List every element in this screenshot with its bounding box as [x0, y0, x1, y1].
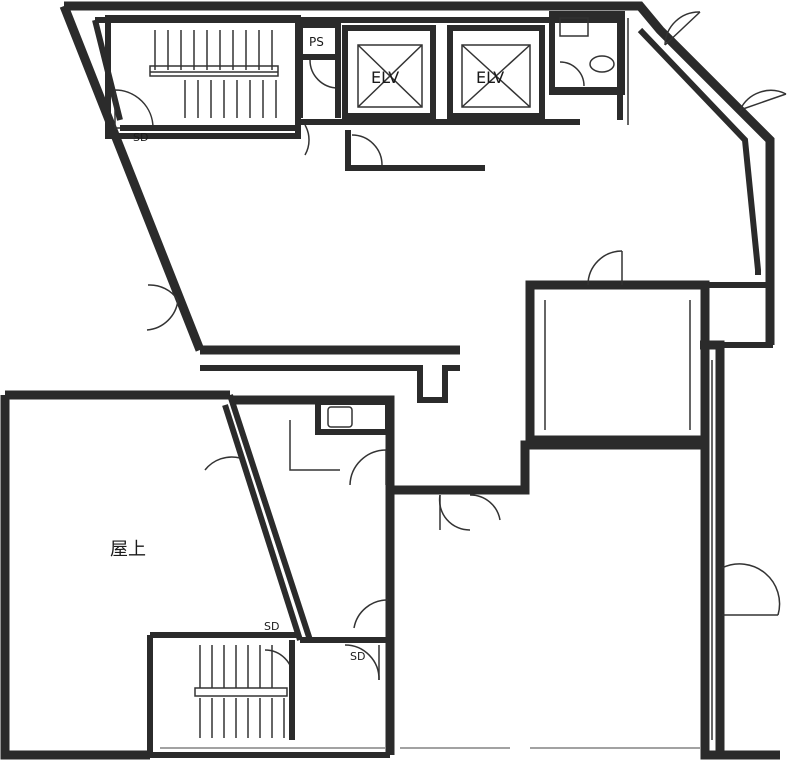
corridor-partitions	[300, 119, 580, 171]
upper-building-walls	[59, 1, 775, 403]
exterior-doors-east	[664, 11, 787, 111]
lower-sink	[289, 399, 391, 486]
stair-treads-upper	[149, 30, 279, 118]
upper-stair: SD	[105, 15, 301, 144]
elv-2-label: ELV	[476, 68, 504, 87]
sd-label-upper: SD	[133, 131, 148, 144]
ps-label: PS	[309, 35, 324, 49]
toilet-upper	[549, 11, 629, 125]
rooftop-label: 屋上	[110, 539, 146, 560]
elevator-2: ELV	[447, 25, 545, 119]
lower-stair: SD	[194, 620, 295, 740]
lower-sd-door: SD	[344, 644, 380, 681]
lower-door-swings	[204, 360, 781, 740]
ps-door-swing	[309, 59, 339, 89]
sd-label-lower-2: SD	[350, 650, 365, 663]
stair-door-swing-upper	[114, 89, 154, 129]
central-room	[525, 250, 773, 445]
sd-label-lower-1: SD	[264, 620, 279, 633]
ps-shaft: PS	[297, 22, 341, 118]
elevator-1: ELV	[342, 25, 436, 119]
west-door	[146, 284, 179, 331]
elv-1-label: ELV	[371, 68, 399, 87]
